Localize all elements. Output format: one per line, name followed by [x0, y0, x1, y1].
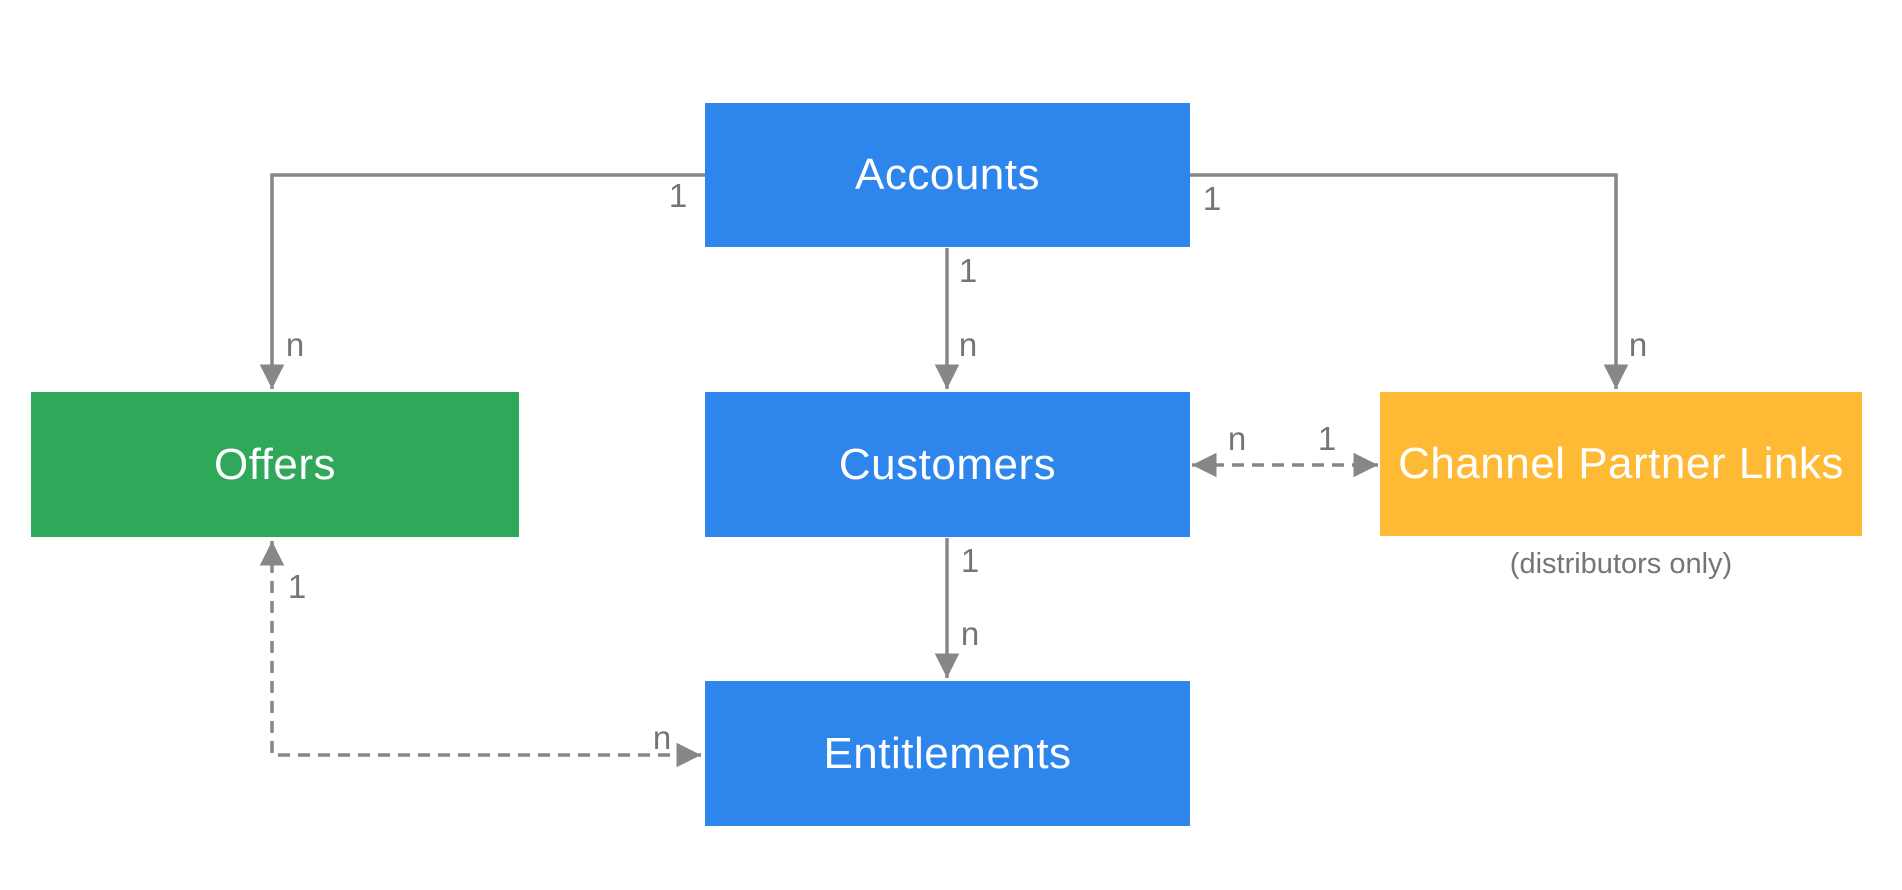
edge-offers-entitlements	[259, 541, 701, 768]
node-channel-partner-links-label: Channel Partner Links	[1398, 439, 1844, 488]
node-channel-partner-links: Channel Partner Links	[1380, 392, 1862, 536]
cardinality-accounts-customers-n: n	[958, 326, 978, 363]
node-offers-label: Offers	[213, 439, 336, 489]
edge-accounts-offers	[259, 173, 705, 389]
node-entitlements: Entitlements	[705, 681, 1190, 826]
cardinality-customers-cpl-1: 1	[1317, 420, 1337, 457]
cardinality-customers-entitlements-n: n	[960, 615, 980, 652]
node-accounts-label: Accounts	[855, 150, 1040, 199]
edge-accounts-channel-partner-links	[1190, 173, 1629, 389]
node-customers-label: Customers	[838, 439, 1057, 489]
cardinality-accounts-cpl-n: n	[1628, 326, 1648, 363]
cardinality-offers-entitlements-1: 1	[287, 568, 307, 605]
cardinality-customers-cpl-n: n	[1227, 420, 1247, 457]
cardinality-accounts-cpl-1: 1	[1202, 180, 1222, 217]
cardinality-accounts-offers-1: 1	[668, 177, 688, 214]
cardinality-accounts-offers-n: n	[285, 326, 305, 363]
node-entitlements-label: Entitlements	[823, 728, 1072, 778]
cardinality-customers-entitlements-1: 1	[960, 542, 980, 579]
cardinality-accounts-customers-1: 1	[958, 252, 978, 289]
node-accounts: Accounts	[705, 103, 1190, 247]
node-offers: Offers	[31, 392, 519, 537]
node-customers: Customers	[705, 392, 1190, 537]
channel-partner-links-caption: (distributors only)	[1509, 548, 1733, 580]
cardinality-offers-entitlements-n: n	[652, 719, 672, 756]
